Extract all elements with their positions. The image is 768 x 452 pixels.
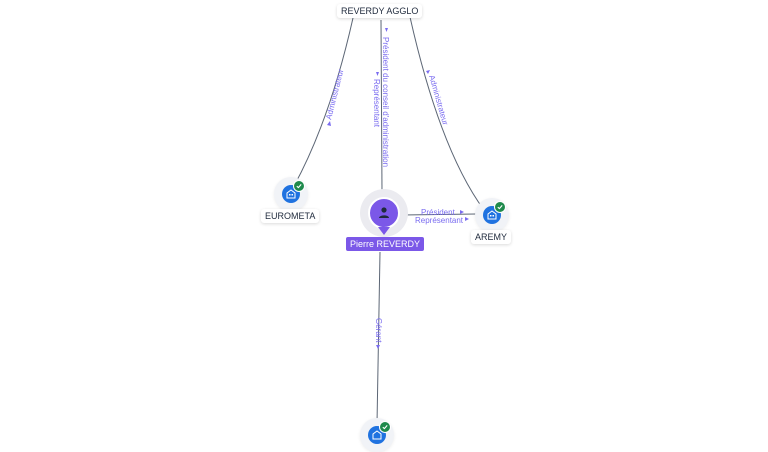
edge-pierre-aremy[interactable] <box>401 213 477 216</box>
person-node-pierre-reverdy[interactable] <box>368 197 400 229</box>
check-icon <box>382 425 388 430</box>
arrow-icon <box>376 72 379 76</box>
node-label-pierre-reverdy[interactable]: Pierre REVERDY <box>346 237 425 251</box>
arrow-icon <box>385 28 388 32</box>
building-icon <box>487 210 497 220</box>
node-label-reverdy-agglo[interactable]: REVERDY AGGLO <box>337 4 423 18</box>
edge-label-president: Président <box>421 208 456 217</box>
edge-label-representant-2: Représentant <box>415 216 464 225</box>
arrow-icon <box>460 210 464 214</box>
company-node-eurometa[interactable] <box>274 177 308 211</box>
building-icon <box>286 189 296 199</box>
verified-badge <box>293 180 305 192</box>
arrow-icon <box>376 345 380 349</box>
company-node-aremy[interactable] <box>475 198 509 232</box>
person-pointer <box>378 227 390 235</box>
check-icon <box>296 184 302 189</box>
edge-agglo-aremy[interactable] <box>409 16 485 211</box>
relationship-edges: Administrateur Administrateur Président … <box>293 16 485 425</box>
edge-label-president-conseil: Président du conseil d'administration <box>381 37 390 167</box>
verified-badge <box>379 421 391 433</box>
node-label-eurometa[interactable]: EUROMETA <box>261 209 320 223</box>
edge-agglo-eurometa[interactable] <box>293 17 354 187</box>
edge-label-representant-1: Représentant <box>372 79 381 128</box>
user-icon <box>379 207 389 218</box>
edge-label-gerant: Gérant <box>374 318 383 343</box>
verified-badge <box>494 201 506 213</box>
edge-label-agglo-eurometa: Administrateur <box>324 68 345 121</box>
arrow-icon <box>327 121 331 126</box>
arrow-icon <box>465 217 469 221</box>
edge-pierre-bottom[interactable] <box>376 251 381 425</box>
node-label-aremy[interactable]: AREMY <box>471 230 512 244</box>
edge-pierre-agglo[interactable] <box>380 19 383 193</box>
check-icon <box>497 205 503 210</box>
arrow-icon <box>426 70 430 74</box>
company-node-bottom[interactable] <box>360 418 394 452</box>
